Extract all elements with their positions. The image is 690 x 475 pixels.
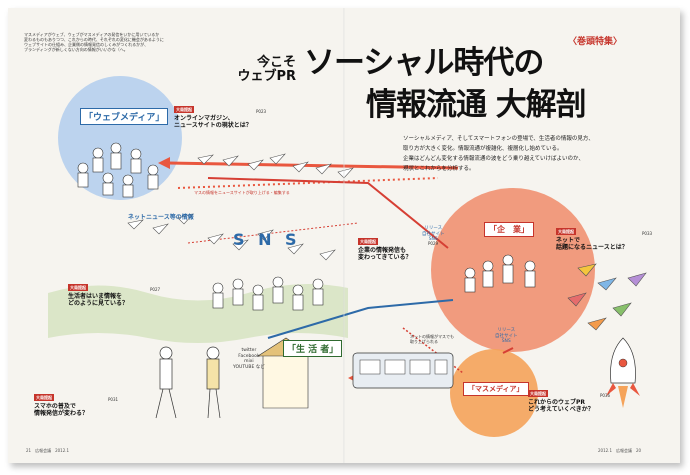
dotted-flow bbox=[177, 177, 439, 189]
section-page: P029 bbox=[428, 241, 439, 246]
sns-crowd bbox=[212, 276, 324, 311]
section-callout[interactable]: 大局提起 企業の情報発信も 変わってきている？ P029 bbox=[358, 228, 458, 261]
colored-planes bbox=[567, 263, 647, 331]
arrow-to-web-media bbox=[167, 161, 459, 170]
section-callout[interactable]: 大局提起 ネットで 話題になるニュースとは？ P033 bbox=[556, 218, 666, 251]
dotted-flow bbox=[402, 327, 464, 374]
lead-heading: 今こそ ウェブPR bbox=[226, 56, 296, 84]
walking-people bbox=[155, 346, 221, 419]
section-title: 企業の情報発信も 変わってきている？ bbox=[358, 247, 412, 261]
release-label-bottom: リリース 自社サイト SNS bbox=[495, 328, 518, 344]
section-title: 生活者はいま情報を どのように見ている？ bbox=[68, 293, 129, 307]
left-intro: マスメディアがウェブ、ウェブがマスメディアの発信をいかに用いているか 変わるもの… bbox=[24, 32, 184, 52]
arrow-company-to-mass bbox=[502, 347, 514, 354]
section-title: これからのウェブPR どう考えていくべきか？ bbox=[528, 399, 594, 413]
section-tag: 大局提起 bbox=[556, 228, 576, 235]
mass-info-note: マスの情報をニュースサイトが取り上げる・編集する bbox=[194, 190, 290, 195]
section-page: P023 bbox=[256, 109, 267, 114]
net-news-label: ネットニュース等の情報 bbox=[128, 214, 194, 221]
section-page: P033 bbox=[642, 231, 653, 236]
intro-line: ソーシャルメディア、そしてスマートフォンの登場で、生活者の情報の見方、 bbox=[403, 136, 594, 142]
companies-label: 「企 業」 bbox=[484, 222, 534, 237]
mass-media-label: 「マスメディア」 bbox=[463, 382, 529, 396]
arrow-company-to-consumers bbox=[267, 299, 454, 339]
section-tag: 大局提起 bbox=[358, 238, 378, 245]
people-crowd bbox=[77, 142, 159, 198]
lead-line-1: 今こそ bbox=[256, 55, 296, 70]
company-staff bbox=[464, 254, 536, 293]
folio-right: 2012.1 広報会議 20 bbox=[598, 448, 642, 453]
section-callout[interactable]: 大局提起 これからのウェブPR どう考えていくべきか？ P036 bbox=[528, 380, 638, 413]
intro-line: 現状とこれからを分析する。 bbox=[403, 166, 475, 172]
main-title-2: 情報流通 大解剖 bbox=[366, 87, 587, 123]
net-info-note: ネットの情報がマスでも 取り上げられる bbox=[410, 334, 454, 344]
lead-line-2: ウェブPR bbox=[237, 69, 296, 84]
section-title: スマホの普及で 情報発信が変わる？ bbox=[34, 403, 89, 417]
section-callout[interactable]: 大局提起 生活者はいま情報を どのように見ている？ P027 bbox=[68, 274, 178, 307]
arrowhead bbox=[158, 157, 170, 169]
paper-planes bbox=[127, 153, 354, 261]
section-tag: 大局提起 bbox=[528, 390, 548, 397]
left-intro-line: ブランディングが新しくない方向の情報がいいかな（へ。 bbox=[24, 47, 128, 52]
magazine-spread: マスメディアがウェブ、ウェブがマスメディアの発信をいかに用いているか 変わるもの… bbox=[8, 8, 680, 463]
sns-service-list: twitter Facebook mixi YOUTUBE など bbox=[233, 348, 265, 370]
web-media-circle bbox=[58, 76, 182, 200]
kicker: 〈巻頭特集〉 bbox=[568, 37, 623, 47]
section-callout[interactable]: 大局提起 オンラインマガジン、 ニュースサイトの現状とは？ P023 bbox=[174, 96, 284, 129]
web-media-label: 「ウェブメディア」 bbox=[80, 108, 169, 125]
section-tag: 大局提起 bbox=[174, 106, 194, 113]
consumers-label: 「生 活 者」 bbox=[283, 340, 343, 357]
left-intro-line: ウェブサイトの仕組み、企業側の情報発信のしくみがつくれるかが、 bbox=[24, 42, 149, 47]
intro-line: 企業はどんどん変化する情報流通の波をどう乗り越えていけばよいのか、 bbox=[403, 156, 584, 162]
page-gutter bbox=[343, 8, 345, 463]
intro-line: 取り方が大きく変化。情報流通が複雑化、複層化し始めている。 bbox=[403, 146, 563, 152]
left-intro-line: 変わるものもありつつ、これからの時代、それぞれの変化に機会があるように bbox=[24, 37, 164, 42]
sns-label: S N S bbox=[233, 230, 301, 249]
section-title: ネットで 話題になるニュースとは？ bbox=[556, 237, 628, 251]
section-tag: 大局提起 bbox=[34, 394, 54, 401]
intro-paragraph: ソーシャルメディア、そしてスマートフォンの登場で、生活者の情報の見方、 取り方が… bbox=[403, 134, 663, 174]
section-title: オンラインマガジン、 ニュースサイトの現状とは？ bbox=[174, 115, 252, 129]
main-title-1: ソーシャル時代の bbox=[304, 45, 544, 81]
section-page: P036 bbox=[600, 393, 611, 398]
rocket-illustration bbox=[606, 337, 640, 408]
section-page: P027 bbox=[150, 287, 161, 292]
left-intro-line: マスメディアがウェブ、ウェブがマスメディアの発信をいかに用いているか bbox=[24, 32, 160, 37]
train-illustration bbox=[352, 352, 454, 389]
folio-left: 21 広報会議 2012.1 bbox=[26, 448, 70, 453]
release-label-top: リリース 自社サイト SNS bbox=[422, 226, 445, 242]
section-callout[interactable]: 大局提起 スマホの普及で 情報発信が変わる？ P031 bbox=[34, 384, 144, 417]
arrow-company-to-sns bbox=[207, 177, 449, 249]
section-tag: 大局提起 bbox=[68, 284, 88, 291]
section-page: P031 bbox=[108, 397, 119, 402]
